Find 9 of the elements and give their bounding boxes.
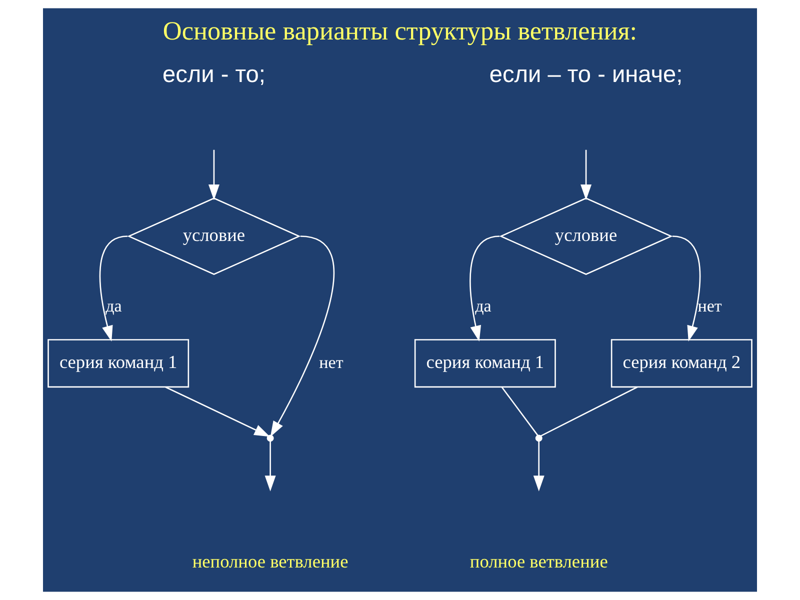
edge-label: нет <box>698 296 722 316</box>
edge-label: да <box>475 296 492 316</box>
diagram-title: Основные варианты структуры ветвления: <box>162 16 638 46</box>
label: неполное ветвление <box>192 552 348 572</box>
label: если – то - иначе; <box>489 61 683 88</box>
edge-label: нет <box>319 352 344 372</box>
label: если - то; <box>162 61 266 88</box>
edge-label: да <box>106 296 122 316</box>
label: полное ветвление <box>470 552 608 572</box>
